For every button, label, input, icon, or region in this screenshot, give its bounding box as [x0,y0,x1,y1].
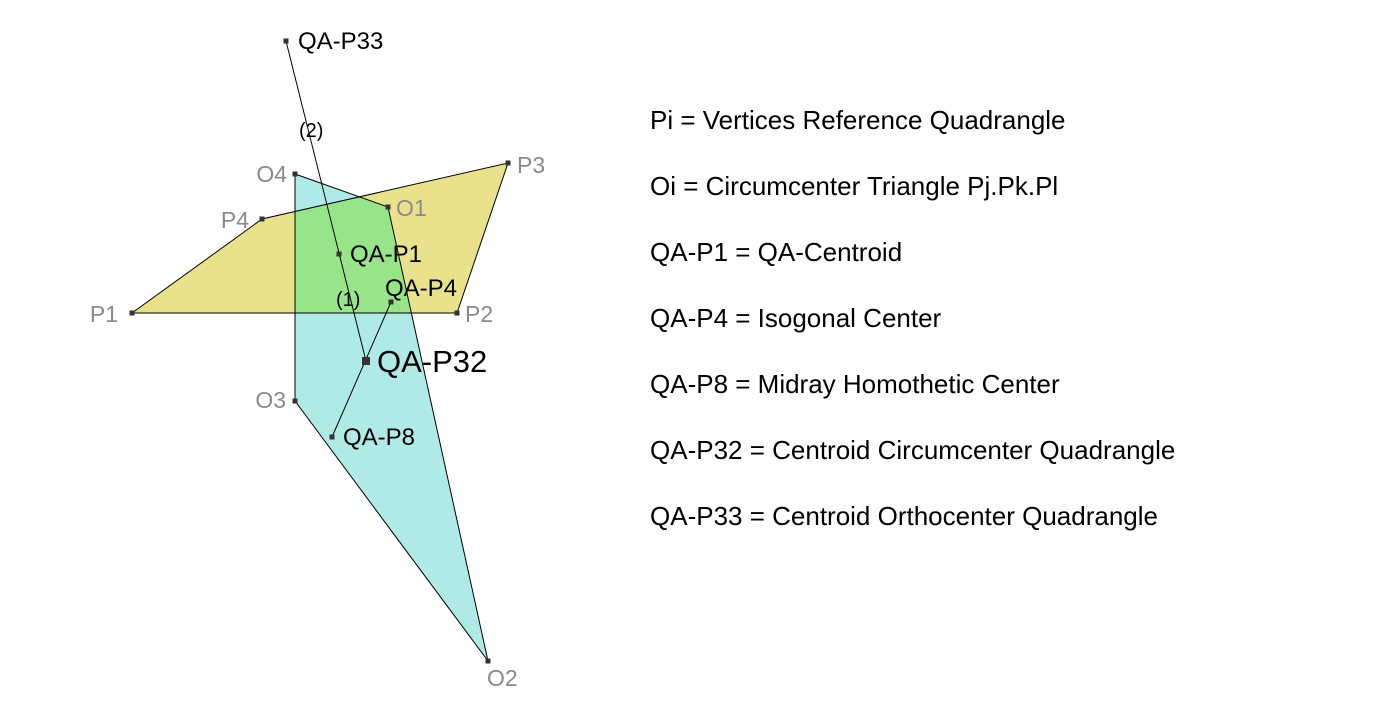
point-label-O3: O3 [255,387,286,413]
point-dot-P1 [129,310,135,316]
legend-line-oi: Oi = Circumcenter Triangle Pj.Pk.Pl [650,171,1059,201]
point-label-QA-P1: QA-P1 [350,241,422,268]
point-dot-QA-P8 [329,434,335,440]
legend-line-qa-p33: QA-P33 = Centroid Orthocenter Quadrangle [650,501,1159,531]
point-dot-O1 [385,204,391,210]
line-qa-p33-qa-p32 [285,40,367,362]
point-dot-QA-P33 [283,38,289,44]
point-label-QA-P33: QA-P33 [298,28,383,55]
legend-line-qa-p32: QA-P32 = Centroid Circumcenter Quadrangl… [650,435,1176,465]
point-dot-O2 [485,658,491,664]
point-dot-QA-P4 [388,299,394,305]
legend-line-qa-p4: QA-P4 = Isogonal Center [650,303,942,333]
point-dot-O3 [292,398,298,404]
point-label-QA-P4: QA-P4 [385,275,457,302]
point-label-QA-P8: QA-P8 [343,424,415,451]
point-dot-P4 [259,216,265,222]
point-label-P1: P1 [90,301,118,327]
point-dot-P3 [505,160,511,166]
point-label-P3: P3 [517,152,545,178]
legend-line-pi: Pi = Vertices Reference Quadrangle [650,105,1066,135]
point-dot-QA-P1 [336,251,342,257]
point-dot-QA-P32 [362,357,370,365]
line-qa-p4-qa-p8 [331,301,392,438]
point-dot-P2 [454,310,460,316]
line-number-label-2: (1) [336,289,360,311]
point-label-P4: P4 [221,207,249,233]
overlap-region [295,196,412,313]
point-label-O2: O2 [487,665,518,691]
legend-line-qa-p1: QA-P1 = QA-Centroid [650,237,903,267]
point-label-QA-P32: QA-P32 [377,344,487,379]
legend-line-qa-p8: QA-P8 = Midray Homothetic Center [650,369,1060,399]
point-label-P2: P2 [465,301,493,327]
line-number-label-1: (2) [299,120,323,142]
point-label-O1: O1 [396,195,427,221]
point-label-O4: O4 [256,161,287,187]
point-dot-O4 [292,171,298,177]
